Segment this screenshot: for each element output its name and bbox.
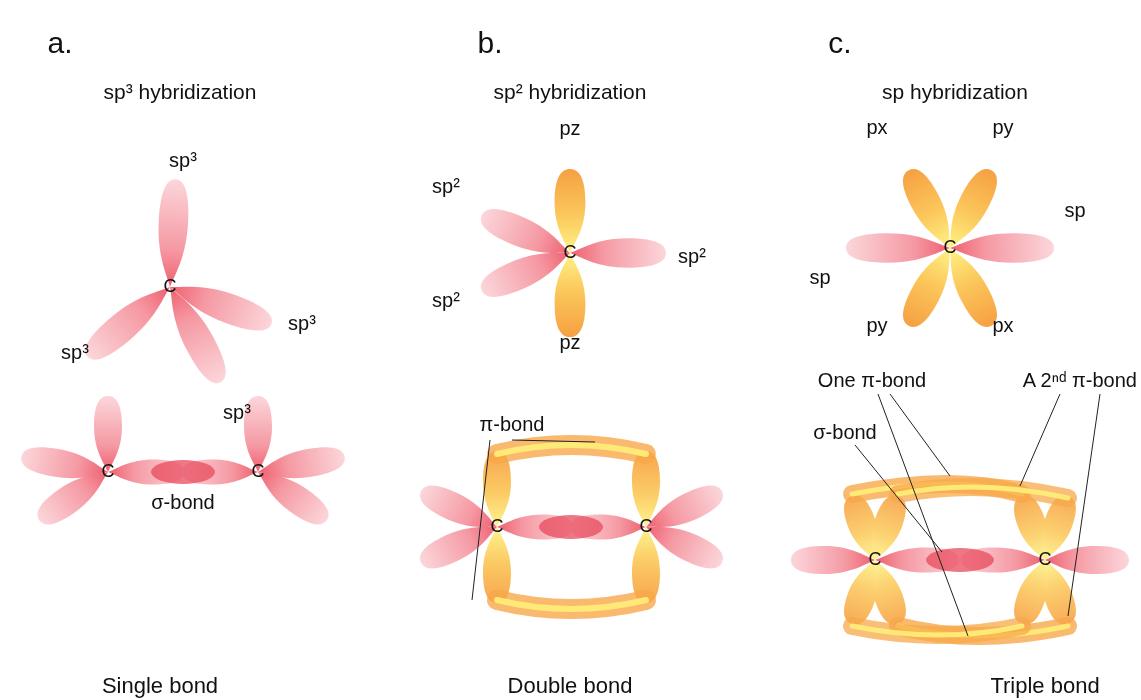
orbital-lobe [791, 546, 875, 574]
orbital-label: px [866, 116, 887, 138]
single-bond-orbitals [19, 396, 347, 532]
atom-label: C [491, 517, 504, 537]
bond-type-caption: Triple bond [990, 674, 1099, 698]
panel-letter: b. [477, 26, 502, 59]
bond-type-caption: Double bond [508, 674, 633, 698]
pi-tube-glow [497, 445, 646, 454]
triple-bond-p [839, 491, 1082, 628]
pi-tube-glow [898, 487, 1068, 498]
bond-label: One π-bond [818, 369, 926, 391]
atom-label: C [640, 517, 653, 537]
bond-type-caption: Single bond [102, 674, 218, 698]
p-lobe [555, 253, 586, 337]
leader-line [472, 440, 490, 600]
orbital-label: sp² [432, 175, 460, 197]
sigma-overlap [151, 460, 215, 484]
atom-label: C [252, 462, 265, 482]
sp-orbitals [846, 233, 1054, 262]
p-orbitals [896, 163, 1005, 332]
pi-tube [852, 626, 1022, 635]
orbital-label: sp³ [288, 312, 316, 334]
atom-label: C [564, 243, 577, 263]
bond-label: σ-bond [151, 491, 215, 513]
leader-line [1020, 394, 1060, 486]
atom-label: C [869, 550, 882, 570]
orbital-label: sp² [432, 289, 460, 311]
sp3-orbitals [78, 178, 277, 389]
hybridization-title: sp² hybridization [494, 80, 647, 103]
orbital-lobe [78, 276, 180, 368]
orbital-label: px [992, 314, 1013, 336]
orbital-lobe [570, 238, 666, 267]
p-lobe [555, 169, 586, 253]
orbital-lobe [950, 233, 1054, 262]
leader-lines [472, 440, 595, 600]
orbital-label: pz [559, 331, 580, 353]
pi-tube [898, 487, 1068, 498]
hybridization-title: sp hybridization [882, 80, 1028, 103]
orbital-label: sp³ [223, 401, 251, 423]
orbital-lobe [155, 178, 190, 287]
hybridization-title: sp³ hybridization [104, 80, 257, 103]
orbital-label: sp³ [169, 149, 197, 171]
orbital-label: sp [809, 266, 830, 288]
pi-tube-glow [852, 626, 1022, 635]
pz-orbitals [555, 169, 586, 337]
orbital-label: sp [1064, 199, 1085, 221]
panel-letter: c. [828, 26, 851, 59]
orbital-label: sp³ [61, 341, 89, 363]
atom-label: C [1039, 550, 1052, 570]
bond-label: A 2ⁿᵈ π-bond [1023, 369, 1137, 391]
bond-label: σ-bond [813, 421, 877, 443]
atom-label: C [164, 277, 177, 297]
orbital-label: sp² [678, 245, 706, 267]
panel-letter: a. [47, 26, 72, 59]
orbital-lobe [1045, 546, 1129, 574]
leader-line [878, 394, 968, 636]
orbital-lobe [94, 396, 122, 472]
orbital-label: pz [559, 117, 580, 139]
double-bond-pi [483, 451, 660, 603]
orbital-lobe [846, 233, 950, 262]
orbital-label: py [866, 314, 887, 336]
leader-lines [855, 394, 1100, 636]
sigma-overlap [539, 515, 603, 539]
leader-line [890, 394, 950, 476]
leader-line [855, 445, 942, 552]
bond-label: π-bond [480, 413, 545, 435]
orbital-lobe [157, 280, 234, 389]
atom-label: C [944, 238, 957, 258]
double-bond-sigma [415, 479, 728, 575]
orbital-lobe [250, 461, 335, 532]
pi-tube-glow [497, 600, 646, 609]
leader-line [512, 440, 595, 442]
triple-bond-sigma [791, 546, 1129, 574]
pi-bond-tubes [497, 445, 646, 609]
pi-tube [497, 600, 646, 609]
pi-tube [497, 445, 646, 454]
orbital-lobe [31, 461, 116, 532]
leader-line [1068, 394, 1100, 616]
orbital-label: py [992, 116, 1013, 138]
atom-label: C [102, 462, 115, 482]
